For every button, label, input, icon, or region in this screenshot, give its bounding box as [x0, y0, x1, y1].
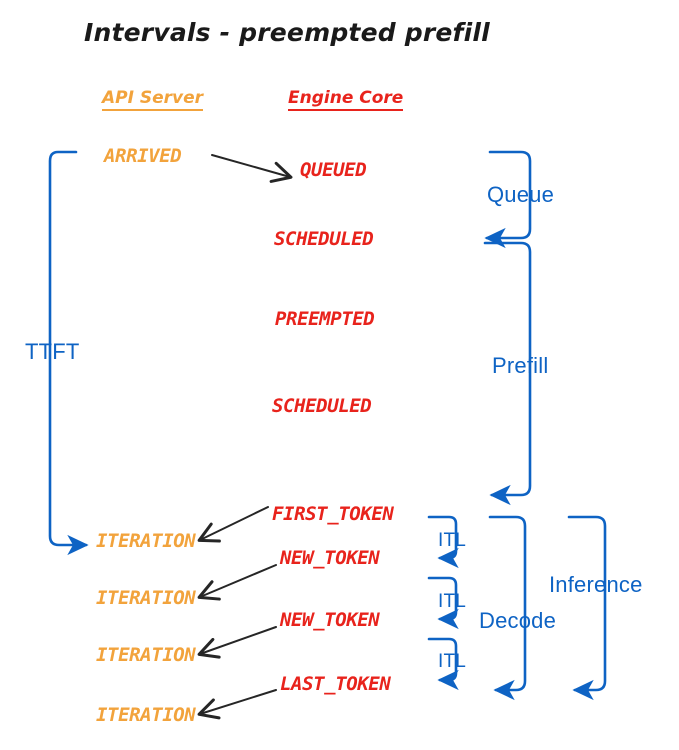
interval-label-queue: Queue — [487, 182, 555, 207]
state-scheduled-2: SCHEDULED — [272, 395, 372, 417]
state-last-token: LAST_TOKEN — [280, 673, 391, 695]
column-header-api-server: API Server — [102, 90, 204, 111]
column-header-engine-core: Engine Core — [288, 90, 404, 111]
interval-label-decode: Decode — [479, 608, 557, 633]
interval-label-itl-3: ITL — [438, 651, 467, 672]
bracket-decode — [488, 515, 527, 701]
interval-label-itl-2: ITL — [438, 591, 467, 612]
state-iteration-3: ITERATION — [96, 644, 196, 666]
arrow-new-token-1-to-iteration — [197, 564, 277, 601]
state-arrived: ARRIVED — [104, 145, 182, 167]
state-queued: QUEUED — [300, 159, 367, 181]
interval-label-prefill: Prefill — [492, 353, 549, 378]
state-iteration-1: ITERATION — [96, 530, 196, 552]
interval-label-itl-1: ITL — [438, 530, 467, 551]
arrow-last-token-to-iteration — [197, 689, 277, 720]
interval-label-ttft: TTFT — [25, 339, 80, 364]
arrow-arrived-to-queued — [211, 154, 293, 183]
state-new-token-1: NEW_TOKEN — [280, 547, 380, 569]
arrow-new-token-2-to-iteration — [197, 626, 277, 659]
state-preempted: PREEMPTED — [275, 308, 375, 330]
bracket-inference — [567, 515, 607, 701]
interval-label-inference: Inference — [549, 572, 643, 597]
state-iteration-2: ITERATION — [96, 587, 196, 609]
arrow-first-token-to-iteration — [197, 506, 269, 543]
state-first-token: FIRST_TOKEN — [272, 503, 394, 525]
page-title: Intervals - preempted prefill — [84, 18, 490, 47]
state-new-token-2: NEW_TOKEN — [280, 609, 380, 631]
state-iteration-4: ITERATION — [96, 704, 196, 726]
state-scheduled-1: SCHEDULED — [274, 228, 374, 250]
